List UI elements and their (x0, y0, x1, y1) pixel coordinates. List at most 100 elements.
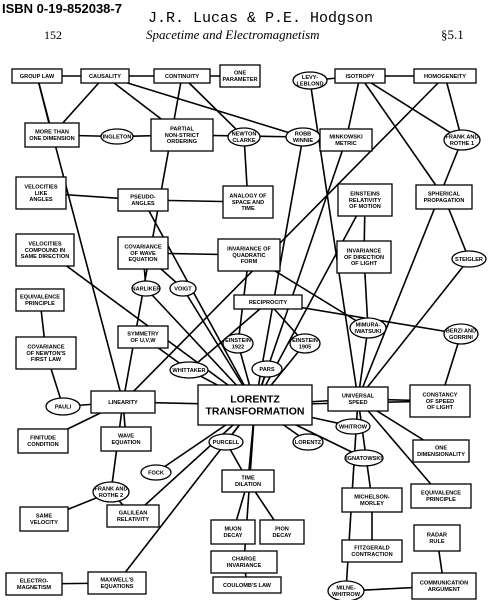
node-pauli-label-0: PAULI (55, 404, 72, 410)
node-milnewhitrow: MILNE-WHITROW (327, 580, 365, 600)
node-constspeed-label-2: OF LIGHT (427, 405, 454, 411)
node-einsteinrel-shape (337, 183, 393, 217)
node-fock-shape (140, 464, 172, 481)
node-muondecay-shape (210, 519, 256, 545)
node-samevel-label-0: SAME (36, 514, 52, 520)
node-oneparam-label-1: PARAMETER (222, 77, 257, 83)
node-invquad-label-1: QUADRATIC (232, 253, 265, 259)
node-purcell-label-0: PURCELL (213, 440, 240, 446)
node-grouplaw: GROUP LAW (11, 68, 63, 84)
node-continuity-label-0: CONTINUITY (165, 74, 199, 80)
node-radarrule-label-0: RADAR (427, 533, 447, 539)
node-constspeed-label-0: CONSTANCY (422, 392, 457, 398)
node-voigt: VOIGT (169, 280, 197, 297)
node-samevel-shape (19, 506, 69, 532)
node-frankrothe2-shape (92, 481, 130, 503)
node-pseudoangles-label-0: PSEUDO- (130, 195, 156, 201)
node-invquad-label-2: FORM (241, 259, 258, 265)
node-velcompound-shape (15, 233, 75, 267)
node-lorentz_t-label-0: LORENTZ (230, 393, 280, 405)
node-symmetry-label-0: SYMMETRY (127, 332, 159, 338)
node-onedim-label-0: ONE (435, 446, 447, 452)
node-spherical-label-0: SPHERICAL (428, 192, 461, 198)
node-ignatowski: IGNATOWSKI (344, 449, 384, 467)
node-isotropy-shape (334, 68, 386, 84)
node-fock: FOCK (140, 464, 172, 481)
edge-frankrothe1-to-universalspeed (356, 139, 463, 400)
node-isotropy: ISOTROPY (334, 68, 386, 84)
node-pars-shape (251, 360, 283, 378)
node-einsteinrel-label-2: OF MOTION (349, 204, 381, 210)
node-velcompound-label-0: VELOCITIES (28, 241, 62, 247)
node-velangles-label-2: ANGLES (29, 197, 53, 203)
node-covwave-label-1: OF WAVE (130, 251, 156, 257)
node-symmetry-shape (117, 325, 169, 349)
node-velcompound-label-2: SAME DIRECTION (21, 254, 69, 260)
node-lorentz-label-0: LORENTZ (295, 440, 322, 446)
node-muondecay-label-0: MUON (224, 527, 241, 533)
node-equivprinciple-label-1: PRINCIPLE (25, 301, 55, 307)
node-partial-shape (150, 118, 214, 152)
node-maxwell-label-0: MAXWELL'S (100, 578, 134, 584)
edge-causality-to-robbwinnie (104, 75, 304, 139)
node-timedilation-label-0: TIME (241, 476, 255, 482)
node-fock-label-0: FOCK (148, 470, 164, 476)
node-narliker-shape (131, 280, 161, 297)
edge-levyleblond-to-universalspeed (309, 80, 361, 400)
node-covnewton-label-2: FIRST LAW (31, 357, 62, 363)
node-chargeinv-label-1: INVARIANCE (227, 563, 262, 569)
node-purcell-shape (208, 433, 244, 451)
node-coulomb-label-0: COULOMB'S LAW (223, 583, 272, 589)
node-mimura-label-0: MIMURA- (356, 323, 381, 329)
node-frankrothe1-label-1: ROTHE 1 (450, 141, 474, 147)
node-newtonclarke-label-0: NEWTON (232, 132, 257, 138)
node-michelson-label-0: MICHELSON- (354, 495, 390, 501)
node-muondecay-label-1: DECAY (223, 533, 242, 539)
node-analogy-shape (222, 185, 274, 219)
node-onedim-label-1: DIMENSIONALITY (417, 452, 465, 458)
node-universalspeed-shape (327, 386, 389, 412)
node-reciprocity-label-0: RECIPROCITY (249, 300, 287, 306)
node-commarg-label-0: COMMUNICATION (420, 581, 468, 587)
node-homogeneity-label-0: HOMOGENEITY (424, 74, 466, 80)
node-voigt-shape (169, 280, 197, 297)
node-electromag-label-0: ELECTRO- (20, 579, 49, 585)
node-purcell: PURCELL (208, 433, 244, 451)
node-causality-label-0: CAUSALITY (89, 74, 121, 80)
node-einstein1922-label-0: EINSTEIN (225, 338, 251, 344)
page-number: 152 (44, 28, 62, 42)
node-newtonclarke-label-1: CLARKE (232, 138, 256, 144)
node-spherical-label-1: PROPAGATION (424, 198, 465, 204)
node-fitzgerald-shape (341, 539, 403, 563)
node-linearity-shape (90, 390, 156, 414)
node-lorentz_t-shape (197, 384, 313, 426)
node-berzi-shape (443, 323, 479, 345)
node-linearity-label-0: LINEARITY (108, 400, 138, 406)
node-whittaker-shape (169, 361, 209, 379)
node-homogeneity: HOMOGENEITY (413, 68, 477, 84)
node-equivprinciple-shape (15, 288, 65, 312)
node-partial-label-0: PARTIAL (170, 126, 194, 132)
node-pseudoangles-shape (117, 188, 169, 212)
node-mimura-shape (349, 317, 387, 339)
node-milnewhitrow-shape (327, 580, 365, 600)
node-electromag-label-1: MAGNETISM (17, 585, 52, 591)
node-levyleblond: LEVY-LEBLOND (292, 71, 328, 90)
